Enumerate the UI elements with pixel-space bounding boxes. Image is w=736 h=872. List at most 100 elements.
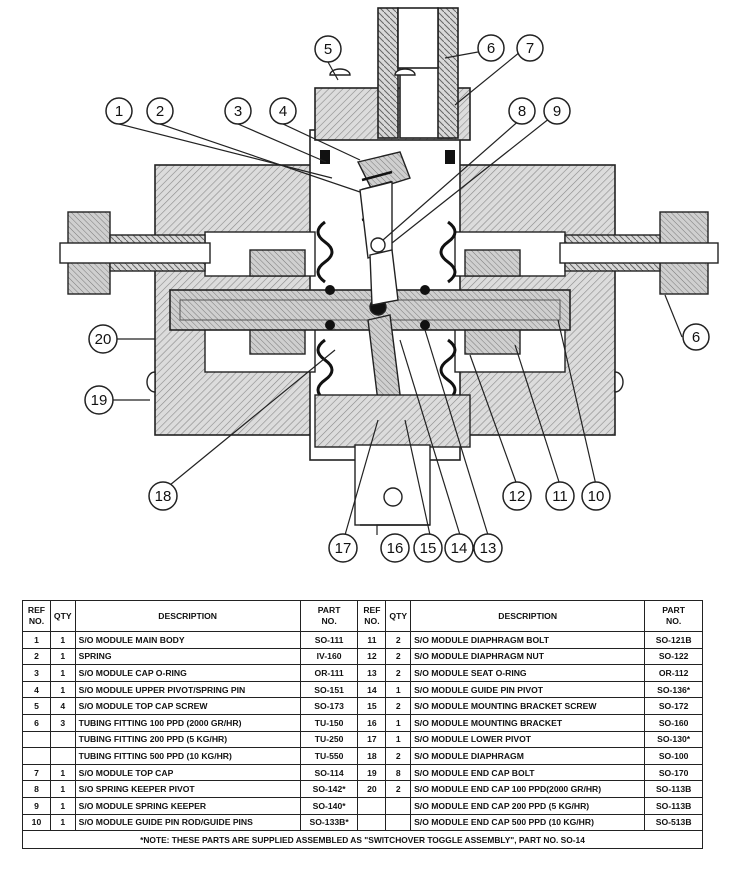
cell-ref: 14 (357, 680, 387, 699)
cell-part: SO-142* (299, 780, 359, 798)
svg-text:8: 8 (518, 103, 526, 120)
cell-part: SO-151 (299, 680, 359, 699)
header-description: DESCRIPTION (74, 600, 301, 632)
cell-part: SO-172 (644, 697, 703, 715)
cell-qty: 8 (385, 763, 412, 782)
callout-1: 1 (105, 97, 133, 125)
cross-section-drawing: 1 2 3 4 5 6 7 8 9 6 20 19 18 17 16 15 14… (59, 7, 719, 563)
callout-15: 15 (413, 533, 443, 563)
svg-text:1: 1 (115, 103, 123, 120)
callout-12: 12 (502, 481, 532, 511)
svg-text:16: 16 (387, 540, 404, 557)
cell-qty: 4 (49, 697, 76, 715)
cell-desc: S/O MODULE TOP CAP (74, 763, 301, 782)
cell-desc: TUBING FITTING 100 PPD (2000 GR/HR) (74, 713, 301, 732)
cell-ref (357, 813, 387, 832)
cell-ref: 11 (357, 631, 387, 649)
cell-qty: 1 (49, 763, 76, 782)
cell-part: SO-122 (644, 647, 703, 666)
cell-desc: S/O MODULE SEAT O-RING (410, 664, 646, 682)
cell-part: SO-173 (299, 697, 359, 715)
cell-desc: S/O SPRING KEEPER PIVOT (74, 780, 301, 798)
cell-desc: S/O MODULE END CAP 100 PPD(2000 GR/HR) (410, 780, 646, 798)
cell-qty: 2 (385, 664, 412, 682)
cell-ref: 19 (357, 763, 387, 782)
cell-desc: S/O MODULE DIAPHRAGM NUT (410, 647, 646, 666)
cell-qty: 3 (49, 713, 76, 732)
svg-text:3: 3 (234, 103, 242, 120)
cell-desc: S/O MODULE UPPER PIVOT/SPRING PIN (74, 680, 301, 699)
cell-qty: 1 (49, 664, 76, 682)
callout-10: 10 (581, 481, 611, 511)
callouts: 1 2 3 4 5 6 7 8 9 6 20 19 18 17 16 15 14… (84, 34, 710, 563)
callout-5: 5 (314, 35, 342, 63)
diaphragms (316, 220, 457, 402)
svg-text:6: 6 (692, 329, 700, 346)
callout-20: 20 (88, 324, 118, 354)
svg-text:10: 10 (588, 488, 605, 505)
header-qty: QTY (385, 600, 412, 632)
cell-desc: TUBING FITTING 500 PPD (10 KG/HR) (74, 747, 301, 765)
cell-part: IV-160 (299, 647, 359, 666)
cell-part: SO-121B (644, 631, 703, 649)
cell-ref: 18 (357, 747, 387, 765)
cell-part: TU-250 (299, 730, 359, 749)
cell-ref: 3 (22, 664, 51, 682)
cell-part: SO-170 (644, 763, 703, 782)
callout-16: 16 (380, 533, 410, 563)
cell-part: SO-130* (644, 730, 703, 749)
cell-ref: 16 (357, 713, 387, 732)
cell-qty (49, 747, 76, 765)
cell-desc: S/O MODULE DIAPHRAGM (410, 747, 646, 765)
cell-desc: S/O MODULE TOP CAP SCREW (74, 697, 301, 715)
callout-8: 8 (508, 97, 536, 125)
cell-part: OR-111 (299, 664, 359, 682)
cell-qty: 1 (49, 647, 76, 666)
cell-ref: 10 (22, 813, 51, 832)
header-description: DESCRIPTION (410, 600, 646, 632)
callout-19: 19 (84, 385, 114, 415)
cell-qty: 2 (385, 647, 412, 666)
cell-desc: S/O MODULE LOWER PIVOT (410, 730, 646, 749)
o-rings (320, 150, 455, 330)
cell-desc: S/O MODULE MOUNTING BRACKET SCREW (410, 697, 646, 715)
svg-text:18: 18 (155, 488, 172, 505)
cell-ref: 12 (357, 647, 387, 666)
cell-ref: 2 (22, 647, 51, 666)
cell-ref (22, 730, 51, 749)
cell-qty: 1 (385, 713, 412, 732)
svg-text:14: 14 (451, 540, 468, 557)
cell-part: OR-112 (644, 664, 703, 682)
svg-text:4: 4 (279, 103, 287, 120)
parts-table-note-row: *NOTE: THESE PARTS ARE SUPPLIED ASSEMBLE… (22, 830, 703, 850)
svg-text:17: 17 (335, 540, 352, 557)
cell-part: SO-140* (299, 796, 359, 815)
cell-qty: 2 (385, 631, 412, 649)
cell-qty: 1 (385, 680, 412, 699)
svg-text:13: 13 (480, 540, 497, 557)
cell-ref (357, 796, 387, 815)
callout-6: 6 (477, 34, 505, 62)
cell-qty (385, 813, 412, 832)
svg-text:7: 7 (526, 40, 534, 57)
cell-qty: 1 (385, 730, 412, 749)
header-qty: QTY (49, 600, 76, 632)
svg-text:11: 11 (552, 488, 568, 505)
callout-4: 4 (269, 97, 297, 125)
cell-desc: S/O MODULE MAIN BODY (74, 631, 301, 649)
cell-ref: 8 (22, 780, 51, 798)
cell-part: TU-550 (299, 747, 359, 765)
cell-part: SO-113B (644, 780, 703, 798)
cell-desc: S/O MODULE END CAP BOLT (410, 763, 646, 782)
svg-text:2: 2 (156, 103, 164, 120)
